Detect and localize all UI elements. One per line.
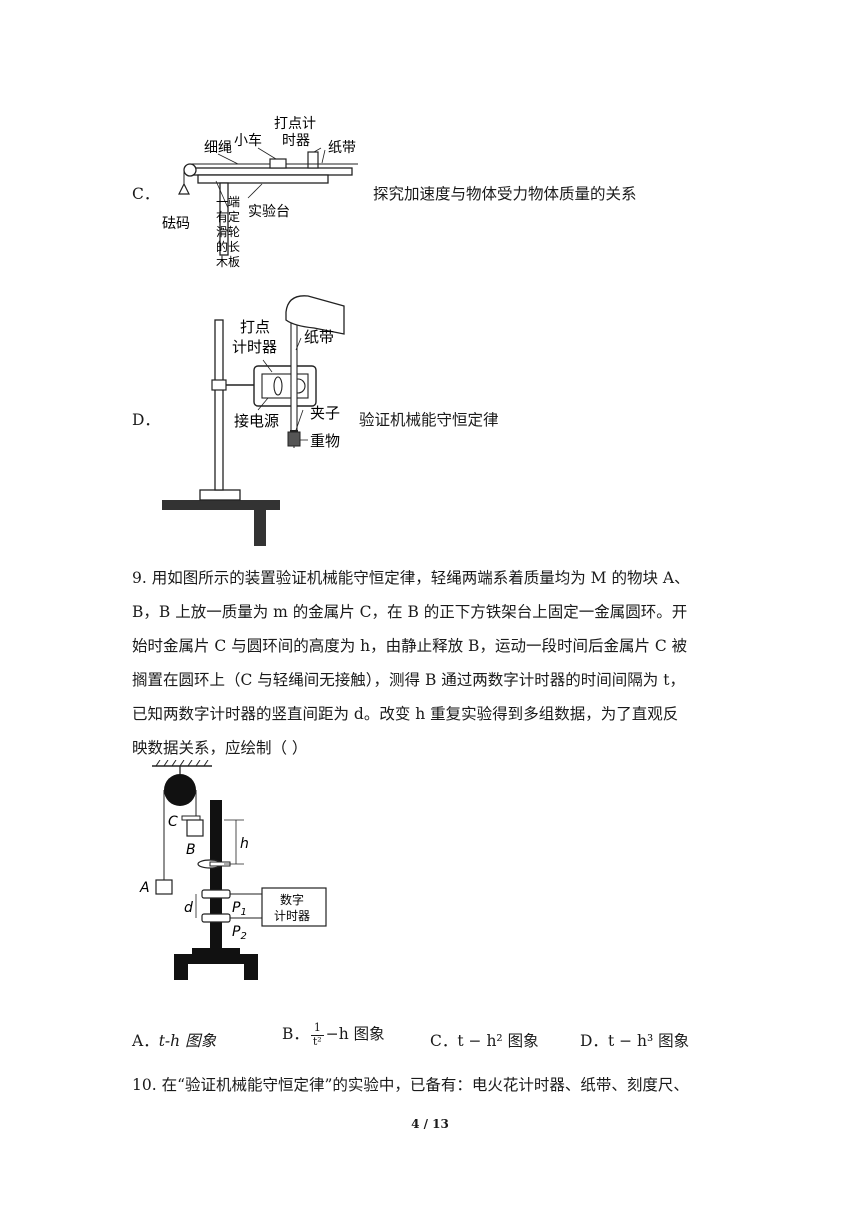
label-timer-1: 打点计 <box>274 115 316 132</box>
q9-line-2: B，B 上放一质量为 m 的金属片 C，在 B 的正下方铁架台上固定一金属圆环。… <box>132 603 688 621</box>
figure-cart-experiment: 打点计 时器 小车 细绳 纸带 砝码 实验台 一有滑的木 端定轮长板 <box>162 115 358 269</box>
gate-p2 <box>201 913 231 923</box>
label-timer-2: 计时器 <box>232 338 277 356</box>
label-d: d <box>184 900 193 916</box>
q9-line-6: 映数据关系，应绘制（ ） <box>132 739 308 757</box>
option-c-text: 探究加速度与物体受力物体质量的关系 <box>373 185 637 203</box>
pulley <box>183 163 197 177</box>
pulley <box>164 774 196 806</box>
label-timer-2: 时器 <box>282 133 310 149</box>
option-d-letter: D． <box>132 411 160 429</box>
label-b: B <box>186 842 196 858</box>
q9-option-d: D．t − h³ 图象 <box>580 1032 690 1050</box>
stand-pole <box>210 800 222 950</box>
gate-p1 <box>201 889 231 899</box>
label-h: h <box>240 836 249 852</box>
label-weight: 重物 <box>310 432 340 450</box>
weight-block <box>287 431 301 447</box>
label-tape: 纸带 <box>328 140 356 156</box>
q9-line-5: 已知两数字计时器的竖直间距为 d。改变 h 重复实验得到多组数据，为了直观反 <box>132 705 679 723</box>
long-board <box>191 167 353 176</box>
label-power: 接电源 <box>234 412 279 430</box>
q9-option-c: C．t − h² 图象 <box>430 1032 539 1050</box>
page-number: 4 / 13 <box>411 1117 449 1131</box>
label-p2: P2 <box>232 924 247 942</box>
label-table: 实验台 <box>248 204 290 220</box>
label-string: 细绳 <box>204 140 232 156</box>
block-b <box>186 819 204 837</box>
figure-atwood-machine: A C B h d P1 P2 数字 计时器 <box>139 760 327 980</box>
label-clip: 夹子 <box>310 404 340 422</box>
label-c: C <box>168 814 178 830</box>
cart <box>269 158 287 169</box>
svg-text:端定轮长板: 端定轮长板 <box>228 195 240 269</box>
q9-line-3: 始时金属片 C 与圆环间的高度为 h，由静止释放 B，运动一段时间后金属片 C … <box>132 637 688 655</box>
q9-line-4: 搁置在圆环上（C 与轻绳间无接触），测得 B 通过两数字计时器的时间间隔为 t， <box>132 671 685 689</box>
figure-free-fall-experiment: 打点 计时器 纸带 接电源 夹子 重物 <box>162 295 345 546</box>
label-tape: 纸带 <box>304 328 334 346</box>
dot-timer <box>307 151 319 169</box>
label-cart: 小车 <box>234 132 262 149</box>
q9-line-1: 9. 用如图所示的装置验证机械能守恒定律，轻绳两端系着质量均为 M 的物块 A、 <box>132 569 690 587</box>
q9-option-a: A．t-h 图象 <box>132 1032 217 1050</box>
option-c-letter: C． <box>132 185 160 203</box>
label-timer-1: 打点 <box>240 318 270 336</box>
q10-line-1: 10. 在“验证机械能守恒定律”的实验中，已备有：电火花计时器、纸带、刻度尺、 <box>132 1076 689 1094</box>
svg-text:计时器: 计时器 <box>274 909 310 923</box>
digital-timer <box>261 887 327 927</box>
block-a <box>155 879 173 895</box>
table-top <box>162 500 280 510</box>
hand <box>285 295 345 335</box>
table-leg <box>219 182 229 256</box>
hanging-weight <box>178 182 190 195</box>
label-p1: P1 <box>232 900 247 918</box>
option-d-text: 验证机械能守恒定律 <box>359 411 499 429</box>
label-weight: 砝码 <box>162 216 190 232</box>
label-a: A <box>139 880 150 896</box>
label-board: 一有滑的木 <box>216 195 228 269</box>
stand-pole <box>214 319 224 491</box>
svg-text:数字: 数字 <box>280 892 304 907</box>
